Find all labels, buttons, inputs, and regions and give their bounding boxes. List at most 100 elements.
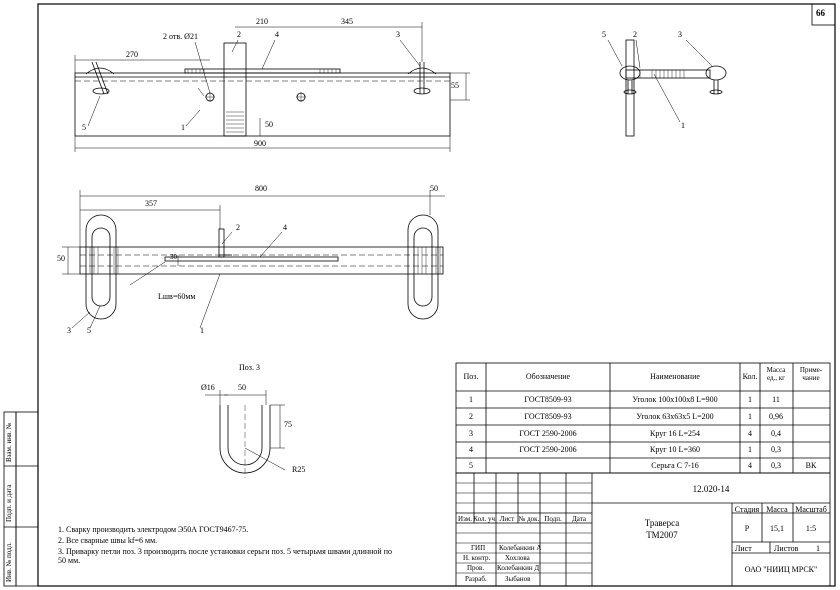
pos3-dim-d16: Ø16 xyxy=(201,383,215,392)
spec-header-mass: Масса ед., кг xyxy=(766,366,786,383)
plan-pos-4: 4 xyxy=(283,223,287,232)
stamp-inv-podl: Инв. № подл. xyxy=(5,542,13,582)
dim-900: 900 xyxy=(254,139,266,148)
name-prov: Колебанкин Д xyxy=(497,564,540,572)
dim-345: 345 xyxy=(341,17,353,26)
plan-view xyxy=(62,190,445,329)
dim-55: 55 xyxy=(451,81,459,90)
stamp-podp-data: Подп. и дата xyxy=(5,484,13,522)
doc-name-1: Траверса xyxy=(644,518,680,528)
table-cell: Уголок 63x63x5 L=200 xyxy=(636,412,714,421)
dim-800: 800 xyxy=(255,184,267,193)
mass-value: 15,1 xyxy=(770,524,784,533)
organization: ОАО "НИИЦ МРСК" xyxy=(744,565,818,574)
main-pos-2: 2 xyxy=(237,30,241,39)
stage-header: Стадия xyxy=(734,505,760,514)
sheet-frame xyxy=(37,3,836,587)
role-nkontr: Н. контр. xyxy=(463,554,491,562)
side-pos-3: 3 xyxy=(678,30,682,39)
tb-col-list: Лист xyxy=(499,515,515,523)
title-block-grid xyxy=(455,472,831,587)
table-cell: 0,4 xyxy=(771,429,781,438)
side-pos-1: 1 xyxy=(681,121,685,130)
table-cell: 5 xyxy=(469,461,473,470)
table-cell: 1 xyxy=(748,445,752,454)
plan-pos-3: 3 xyxy=(67,326,71,335)
angle-100-body xyxy=(74,72,451,137)
doc-code: 12.020-14 xyxy=(692,484,730,494)
tb-col-izm: Изм. xyxy=(458,515,472,523)
bar-pos-4 xyxy=(184,68,341,74)
dim-210: 210 xyxy=(256,17,268,26)
plan-loop-left xyxy=(85,214,117,320)
pos3-detail xyxy=(205,390,286,478)
side-shackle-left xyxy=(619,65,641,81)
spec-header-name: Наименование xyxy=(650,372,700,381)
loop-right xyxy=(407,67,437,75)
name-nkontr: Хохлова xyxy=(505,554,530,562)
table-cell: 2 xyxy=(469,412,473,421)
name-gip: Колебанкин А xyxy=(499,544,542,552)
table-cell: 0,3 xyxy=(771,445,781,454)
role-gip: ГИП xyxy=(471,544,486,552)
pos3-title: Поз. 3 xyxy=(239,363,260,372)
table-cell: Уголок 100x100x8 L=900 xyxy=(632,395,718,404)
table-cell: 1 xyxy=(748,412,752,421)
plan-bar-pos-4 xyxy=(164,256,339,262)
table-cell: 4 xyxy=(748,461,752,470)
note-2: 2. Все сварные швы kf=6 мм. xyxy=(58,536,158,545)
table-cell: 11 xyxy=(772,395,780,404)
role-prov: Пров. xyxy=(467,564,485,572)
sheet-number: 66 xyxy=(816,8,825,18)
table-cell: 1 xyxy=(469,395,473,404)
weld-length-label: Lшв=60мм xyxy=(158,292,196,301)
plan-pos-2: 2 xyxy=(236,223,240,232)
side-pos-2: 2 xyxy=(633,30,637,39)
dim-30: 30 xyxy=(170,253,177,261)
table-cell: ГОСТ8509-93 xyxy=(524,395,572,404)
table-cell: 1 xyxy=(748,395,752,404)
sheets-count: 1 xyxy=(816,544,820,553)
sheet-label: Лист xyxy=(735,544,752,553)
plan-pos-5: 5 xyxy=(87,326,91,335)
doc-name-2: ТМ2007 xyxy=(646,530,678,540)
dim-270: 270 xyxy=(126,50,138,59)
table-cell: Круг 16 L=254 xyxy=(650,429,700,438)
role-razrab: Разраб. xyxy=(465,575,487,583)
sheets-label: Листов xyxy=(774,544,799,553)
tb-col-kol: Кол. уч. xyxy=(473,515,497,523)
main-pos-3: 3 xyxy=(396,30,400,39)
table-cell: Серьга С 7-16 xyxy=(651,461,699,470)
stage-value: Р xyxy=(744,524,750,533)
tb-col-podp: Подп. xyxy=(544,515,562,523)
table-cell: 0,96 xyxy=(769,412,783,421)
spec-header-note: Приме-чание xyxy=(799,366,823,383)
side-view xyxy=(607,39,727,137)
loop-left xyxy=(85,67,115,75)
tb-col-ndoc: № док. xyxy=(518,515,540,523)
main-view xyxy=(74,22,470,152)
scale-value: 1:5 xyxy=(805,524,817,533)
main-pos-1: 1 xyxy=(181,123,185,132)
scale-header: Масштаб xyxy=(795,505,827,514)
note-3: 3. Приварку петли поз. 3 производить пос… xyxy=(58,547,392,566)
pos3-dim-r25: R25 xyxy=(292,465,306,474)
table-cell: Круг 10 L=360 xyxy=(650,445,700,454)
sheet-number-box xyxy=(811,3,836,26)
tb-col-data: Дата xyxy=(572,515,586,523)
pos3-dim-75: 75 xyxy=(284,420,292,429)
dim-50: 50 xyxy=(265,120,273,129)
dim-50-left: 50 xyxy=(57,254,65,263)
side-angle-vert xyxy=(625,39,635,137)
angle-63 xyxy=(223,42,247,137)
spec-header-pos: Поз. xyxy=(463,372,479,381)
table-cell: 3 xyxy=(469,429,473,438)
dim-357: 357 xyxy=(145,199,157,208)
name-razrab: Зыбанов xyxy=(505,575,531,583)
plan-angle-body xyxy=(79,246,444,275)
table-cell: 4 xyxy=(748,429,752,438)
note-1: 1. Сварку производить электродом Э50А ГО… xyxy=(58,525,249,534)
table-cell: 0,3 xyxy=(771,461,781,470)
table-cell: 4 xyxy=(469,445,473,454)
